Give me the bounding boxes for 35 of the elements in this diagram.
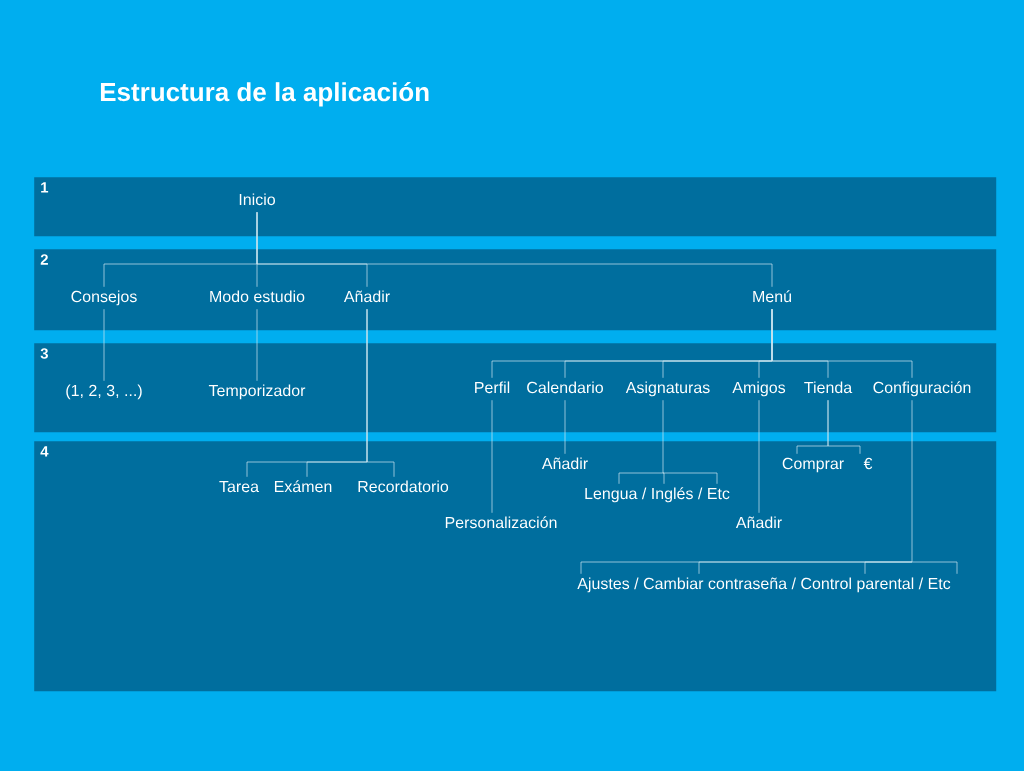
- menu-item: Exámen: [275, 480, 332, 493]
- menu-item: Inicio: [239, 193, 275, 206]
- connector-line: [491, 399, 493, 514]
- menu-item: Comprar: [782, 457, 844, 473]
- menu-item: Añadir: [343, 290, 390, 303]
- connector-line: [256, 308, 258, 382]
- menu-item: Personalización: [445, 516, 557, 529]
- connector-line: [618, 399, 718, 485]
- menu-item: Asignaturas: [625, 381, 710, 397]
- title: Estructura de la aplicación: [100, 81, 429, 107]
- menu-item: Consejos: [71, 290, 137, 306]
- connector-line: [366, 308, 395, 478]
- menu-item: Tarea: [219, 481, 259, 493]
- menu-item: Temporizador: [208, 384, 306, 400]
- menu-item: Amigos: [732, 381, 786, 397]
- menu-item: Añadir: [541, 457, 588, 470]
- menu-item: €: [863, 457, 873, 470]
- connector-line: [564, 399, 566, 455]
- menu-item: Ajustes / Cambiar contraseña / Control parental / Etc: [577, 577, 951, 593]
- connector-line: [580, 399, 958, 575]
- menu-item: (1, 2, 3, ...): [66, 384, 142, 400]
- connector-line: [256, 211, 773, 288]
- menu-item: Lengua / Inglés / Etc: [585, 487, 730, 503]
- connector-line: [771, 308, 913, 379]
- menu-item: Perfil: [475, 381, 510, 394]
- connector-line: [827, 399, 861, 455]
- menu-item: Modo estudio: [210, 290, 305, 303]
- menu-item: Menú: [753, 290, 791, 303]
- connector-line: [758, 399, 760, 514]
- menu-item: Configuración: [873, 381, 971, 397]
- menu-item: Calendario: [527, 381, 603, 394]
- connector-line: [103, 308, 105, 382]
- menu-item: Tienda: [804, 381, 853, 394]
- menu-item: Recordatorio: [358, 480, 449, 493]
- menu-item: Añadir: [735, 516, 782, 529]
